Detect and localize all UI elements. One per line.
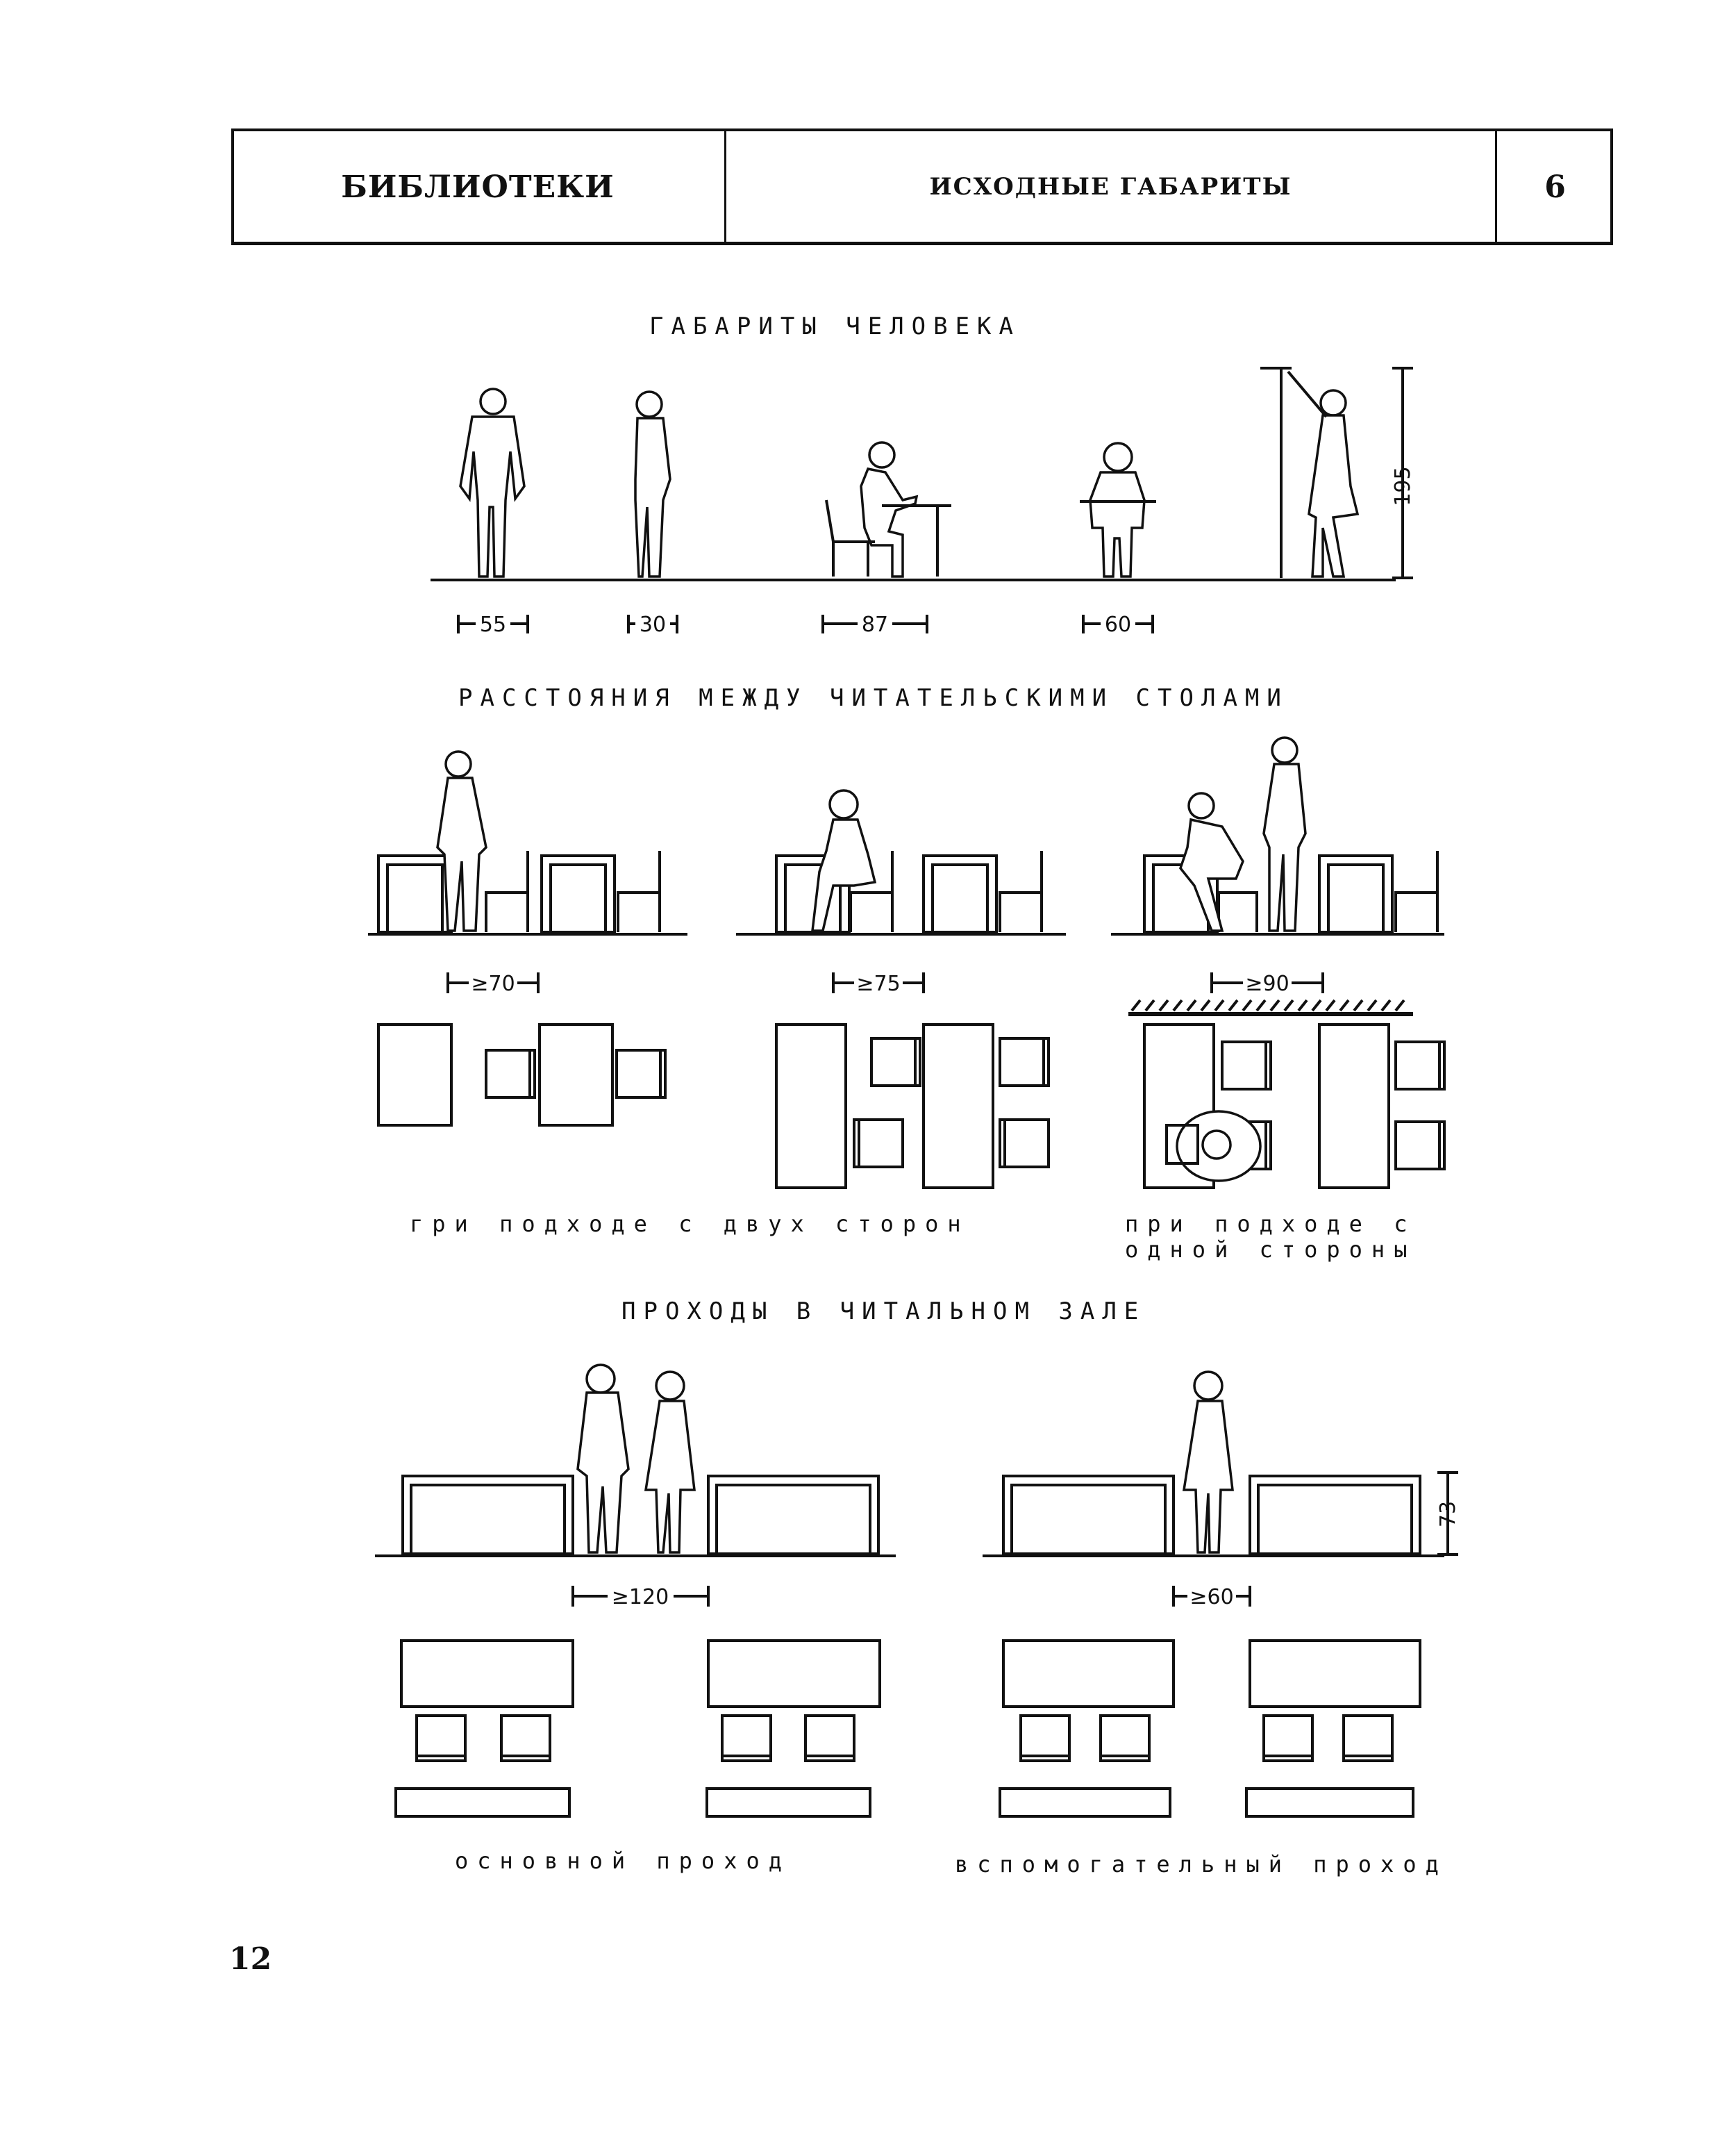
header-section-name: БИБЛИОТЕКИ <box>341 169 615 205</box>
plan-aux-aisle <box>999 1639 1421 1818</box>
dimension-55: 55 <box>457 610 529 638</box>
section-title-distances: РАССТОЯНИЯ МЕЖДУ ЧИТАТЕЛЬСКИМИ СТОЛАМИ <box>458 684 1289 712</box>
plan-two-sides-b <box>775 1023 1050 1189</box>
standing-person-front <box>459 388 526 578</box>
dim-one-side: ≥90 <box>1245 972 1289 996</box>
aisles-plans <box>394 1639 1421 1818</box>
dim-two-sides-b: ≥75 <box>856 972 900 996</box>
title-block-divider <box>724 128 726 245</box>
elevation-two-sides-a <box>377 750 661 934</box>
dim-reach-height: 195 <box>1391 466 1415 506</box>
table-distances-elevations: ≥70 ≥75 ≥90 <box>368 736 1444 997</box>
plan-main-aisle <box>394 1639 881 1818</box>
dimension-60-aisle: ≥60 <box>1172 1582 1251 1610</box>
dim-standing-front: 55 <box>480 613 506 637</box>
elevation-main-aisle <box>401 1363 880 1555</box>
sitting-person-front <box>1080 442 1156 578</box>
dimension-73: 73 <box>1436 1471 1460 1556</box>
title-block-frame <box>231 128 1613 245</box>
dimension-195: 195 <box>1391 367 1415 579</box>
aisles-elevations: 73 ≥120 ≥60 <box>375 1363 1460 1610</box>
standing-person-side <box>634 390 671 578</box>
header-sheet-number: 6 <box>1544 169 1566 205</box>
elevation-aux-aisle <box>1002 1370 1421 1555</box>
page-number: 12 <box>229 1941 272 1977</box>
elevation-two-sides-b <box>775 789 1043 934</box>
human-dimensions-diagram: 195 55 30 87 60 <box>431 367 1415 638</box>
reaching-person <box>1260 367 1360 578</box>
dim-sitting-side: 87 <box>862 613 888 637</box>
plan-two-sides-a <box>377 1023 667 1127</box>
dimension-90: ≥90 <box>1210 969 1324 997</box>
sitting-person-side <box>825 441 951 578</box>
dimension-30: 30 <box>627 610 678 638</box>
dimension-60-human: 60 <box>1082 610 1154 638</box>
dim-two-sides-a: ≥70 <box>471 972 515 996</box>
dim-main-aisle: ≥120 <box>612 1585 669 1609</box>
dim-standing-side: 30 <box>640 613 666 637</box>
caption-two-sides: гри подходе с двух сторон <box>410 1211 970 1237</box>
caption-main-aisle: основной проход <box>455 1848 791 1874</box>
elevation-one-side <box>1143 736 1439 934</box>
dim-aux-aisle: ≥60 <box>1189 1585 1233 1609</box>
title-block-divider <box>1495 128 1497 245</box>
dimension-87: 87 <box>821 610 928 638</box>
table-distances-plans <box>377 999 1446 1189</box>
dimension-70: ≥70 <box>446 969 540 997</box>
caption-one-side-line1: при подходе с <box>1125 1211 1417 1237</box>
section-title-human: ГАБАРИТЫ ЧЕЛОВЕКА <box>649 313 1021 340</box>
dimension-120: ≥120 <box>571 1582 710 1610</box>
caption-one-side-line2: одной стороны <box>1125 1236 1417 1263</box>
dimension-75: ≥75 <box>832 969 925 997</box>
section-title-aisles: ПРОХОДЫ В ЧИТАЛЬНОМ ЗАЛЕ <box>621 1297 1146 1325</box>
plan-one-side <box>1128 999 1446 1189</box>
header-sheet-title: ИСХОДНЫЕ ГАБАРИТЫ <box>929 173 1292 201</box>
caption-aux-aisle: вспомогательный проход <box>955 1851 1448 1877</box>
dim-table-height: 73 <box>1436 1501 1460 1527</box>
dim-sitting-front: 60 <box>1105 613 1131 637</box>
title-block: БИБЛИОТЕКИ ИСХОДНЫЕ ГАБАРИТЫ 6 <box>231 128 1613 245</box>
